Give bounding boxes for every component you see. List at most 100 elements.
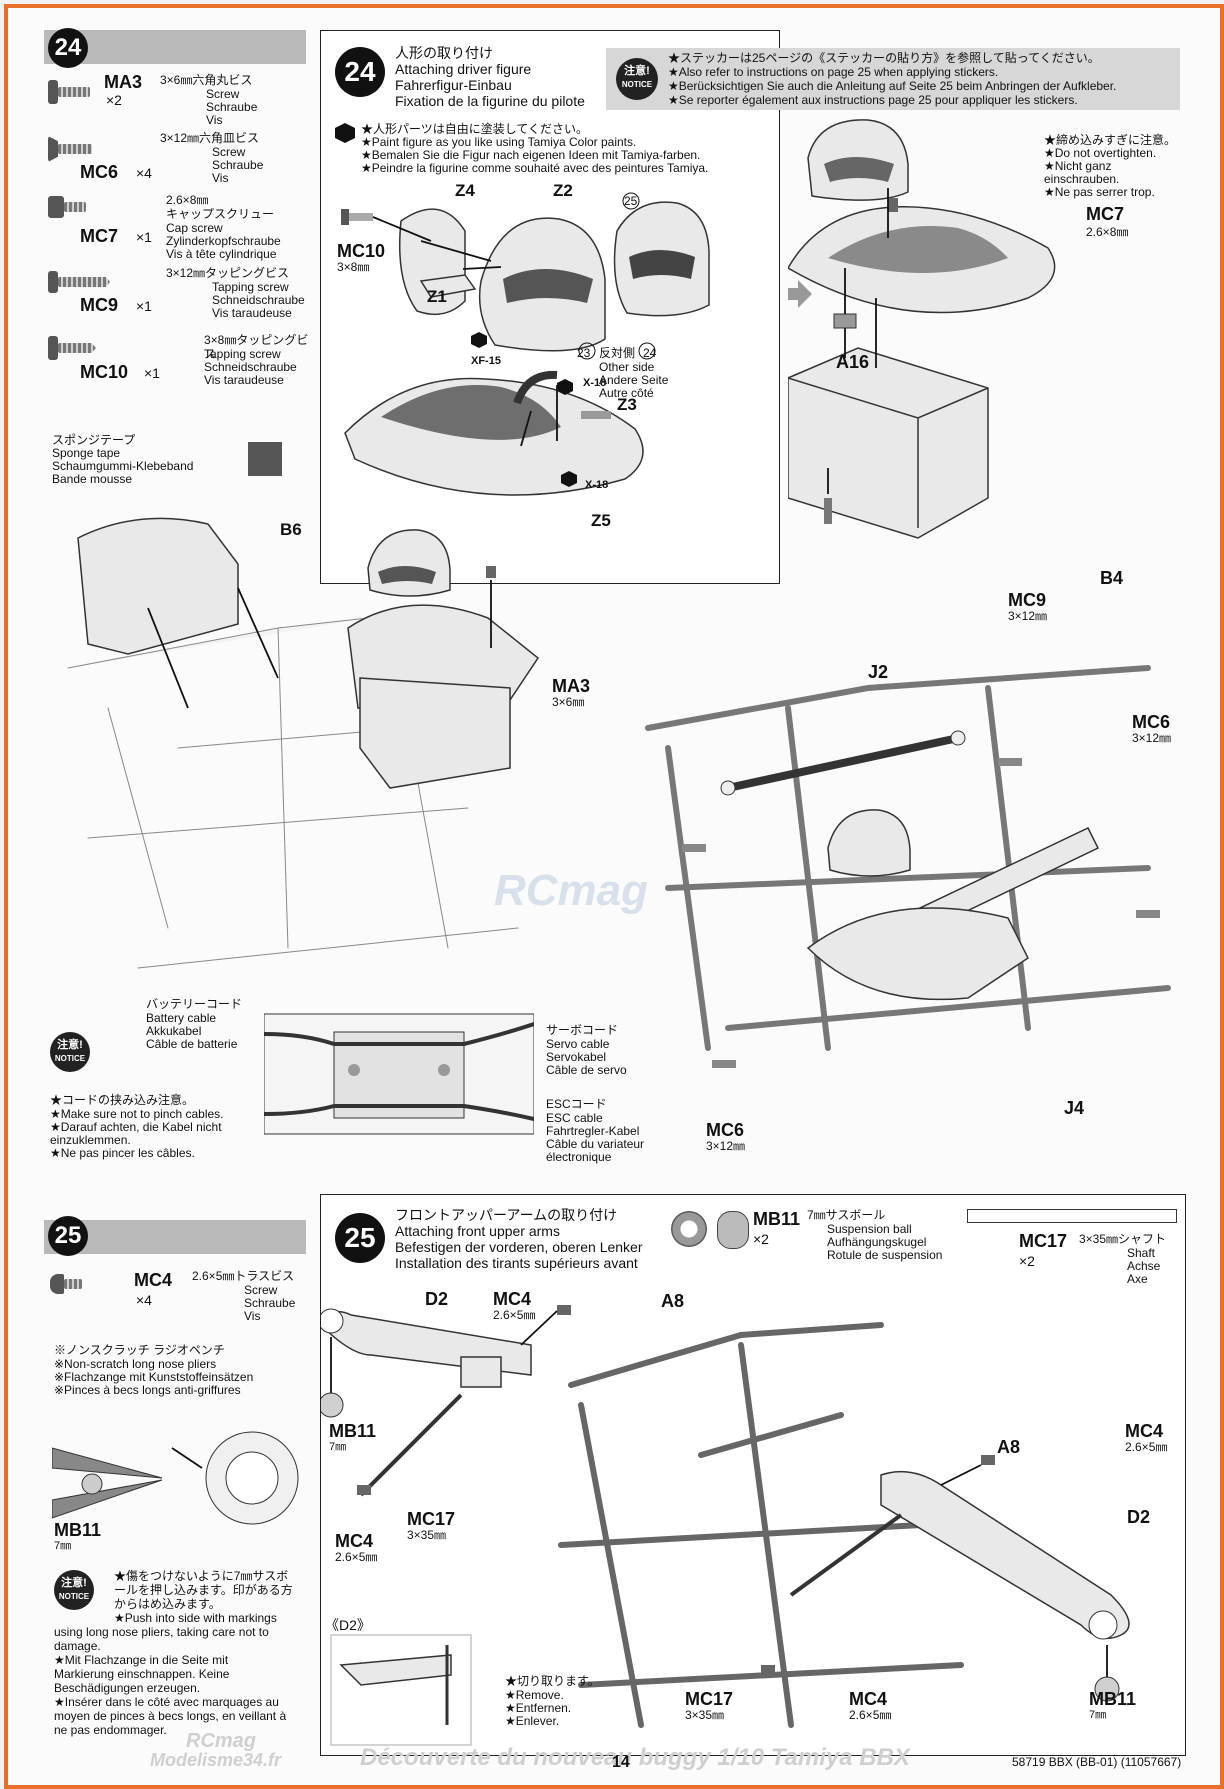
cable-note-fr: ★Ne pas pincer les câbles. [50,1146,195,1160]
esc-cable-fr1: Câble du variateur [546,1137,645,1151]
other-side-en: Other side [599,360,655,374]
screw-shank [64,1279,82,1289]
label-j4: J4 [1064,1098,1085,1118]
watermark-caption: Découverte du nouveau buggy 1/10 Tamiya … [360,1744,910,1771]
battery-cable-fr: Câble de batterie [146,1037,238,1051]
part-qty: ×1 [136,229,152,245]
screw-shank [58,343,96,353]
part-en: Screw [212,145,246,159]
notice-en: NOTICE [54,1054,86,1063]
notice-jp: 注意! [57,1039,83,1051]
mb11-jp: 7㎜サスボール [807,1208,886,1222]
notice-en: NOTICE [58,1592,90,1601]
other-side-de: Andere Seite [599,373,669,387]
paint-note-de: ★Bemalen Sie die Figur nach eigenen Idee… [361,148,701,162]
push-note-8: moyen de pinces à becs longs, en veillan… [54,1709,287,1723]
seat-mount-drawing [788,119,1056,539]
label-mc4-right-size: 2.6×5㎜ [1125,1440,1168,1454]
other-side-fr: Autre côté [599,386,654,400]
paint-note-fr: ★Peindre la figurine comme souhaité avec… [361,161,709,175]
sticker-note-de: ★Berücksichtigen Sie auch die Anleitung … [668,79,1117,93]
cable-routing-drawing [264,1013,534,1135]
pliers-note-jp: ※ノンスクラッチ ラジオペンチ [54,1343,225,1357]
cable-note-de1: ★Darauf achten, die Kabel nicht [50,1120,222,1134]
push-note-jp3: からはめ込みます。 [114,1597,221,1611]
esc-cable-en: ESC cable [546,1111,603,1125]
battery-cable-de: Akkukabel [146,1024,202,1038]
sticker-25-label: 25 [624,194,638,208]
mb11-ball-icon [671,1211,707,1247]
label-mc7-size: 2.6×8㎜ [1086,225,1129,239]
cut-note-fr: ★Enlever. [505,1714,560,1728]
label-mc4-top: MC4 [493,1289,532,1309]
label-mc4-right: MC4 [1125,1421,1164,1441]
push-note-6: Beschädigungen erzeugen. [54,1681,201,1695]
mc17-code: MC17 [1019,1231,1068,1251]
pliers-drawing [52,1431,299,1525]
step25-title-de: Befestigen der vorderen, oberen Lenker [395,1239,643,1255]
watermark-brand: RCmag [186,1730,257,1752]
label-mb11-pliers-size: 7㎜ [54,1540,72,1552]
part-en: Cap screw [166,221,223,235]
screw-shank [58,277,110,287]
part-mc4: MC4 ×4 2.6×5㎜トラスビス Screw Schraube Vis [44,1268,314,1328]
cable-notice-badge: 注意! NOTICE [50,1032,90,1072]
screw-shank [58,87,90,97]
part-jp: 3×8㎜タッピングビス [204,333,309,361]
label-z4: Z4 [455,181,475,200]
part-jp: 3×12㎜タッピングビス [166,266,290,280]
label-mb11-right: MB11 [1089,1689,1137,1709]
push-note-9: ne pas endommager. [54,1723,167,1737]
sticker-note-jp: ★ステッカーは25ページの《ステッカーの貼り方》を参照して貼ってください。 [668,51,1100,65]
sticker-note-fr: ★Se reporter également aux instructions … [668,93,1078,107]
notice-en: NOTICE [621,80,653,89]
sponge-en: Sponge tape [52,446,121,460]
mb11-en: Suspension ball [827,1222,912,1236]
label-z5: Z5 [591,511,611,530]
push-note-4: ★Mit Flachzange in die Seite mit [54,1653,229,1667]
part-code: MC6 [80,162,119,182]
label-mc6-bottom: MC6 [706,1120,745,1140]
servo-cable-fr: Câble de servo [546,1063,627,1077]
part-jp: 2.6×8㎜ キャップスクリュー [166,193,275,221]
mb11-qty: ×2 [753,1231,769,1247]
part-qty: ×1 [136,298,152,314]
paint-note-jp: ★人形パーツは自由に塗装してください。 [361,122,589,136]
sponge-de: Schaumgummi-Klebeband [52,459,194,473]
paint-icon [335,123,355,143]
sponge-jp: スポンジテープ [52,433,136,447]
cut-note-jp: ★切り取ります。 [505,1674,600,1688]
push-note-3: damage. [54,1639,101,1653]
screw-icon [48,80,58,104]
step25-panel-number: 25 [335,1213,385,1263]
screw-shank [58,144,92,154]
part-qty: ×1 [144,365,160,381]
label-mc10: MC10 [337,241,386,261]
part-code: MC7 [80,226,119,246]
mc17-fr: Axe [1127,1272,1148,1286]
push-note-jp1: ★傷をつけないように7㎜サスボ [114,1569,289,1583]
step25-title-jp: フロントアッパーアームの取り付け [395,1207,618,1223]
step25-title-fr: Installation des tirants supérieurs avan… [395,1255,638,1271]
label-z1: Z1 [427,287,447,306]
page-frame: 24 MA3 ×2 3×6㎜六角丸ビス Screw Schraube Vis M… [4,4,1224,1789]
mb11-ball-side-icon [717,1211,749,1249]
label-mc6-top: MC6 [1132,712,1171,732]
part-mc10: MC10 ×1 3×8㎜タッピングビス Tapping screw Schnei… [44,332,314,388]
mc17-qty: ×2 [1019,1253,1035,1269]
push-note-jp2: ールを押し込みます。印がある方 [114,1583,293,1597]
label-ma3-size: 3×6㎜ [552,695,585,709]
mc17-jp: 3×35㎜シャフト [1079,1232,1167,1246]
screw-icon [50,1274,64,1294]
part-en: Screw [206,87,240,101]
part-en: Tapping screw [212,280,289,294]
label-mc9: MC9 [1008,590,1047,610]
label-x18-top: X-18 [583,377,607,389]
part-de: Schraube [244,1296,296,1310]
part-mc9: MC9 ×1 3×12㎜タッピングビス Tapping screw Schnei… [44,265,314,321]
part-de: Zylinderkopfschraube [166,234,281,248]
label-xf15: XF-15 [471,355,501,367]
label-mb11-left-size: 7㎜ [329,1441,347,1453]
label-mc4-left: MC4 [335,1531,374,1551]
battery-cable-jp: バッテリーコード [146,997,243,1011]
